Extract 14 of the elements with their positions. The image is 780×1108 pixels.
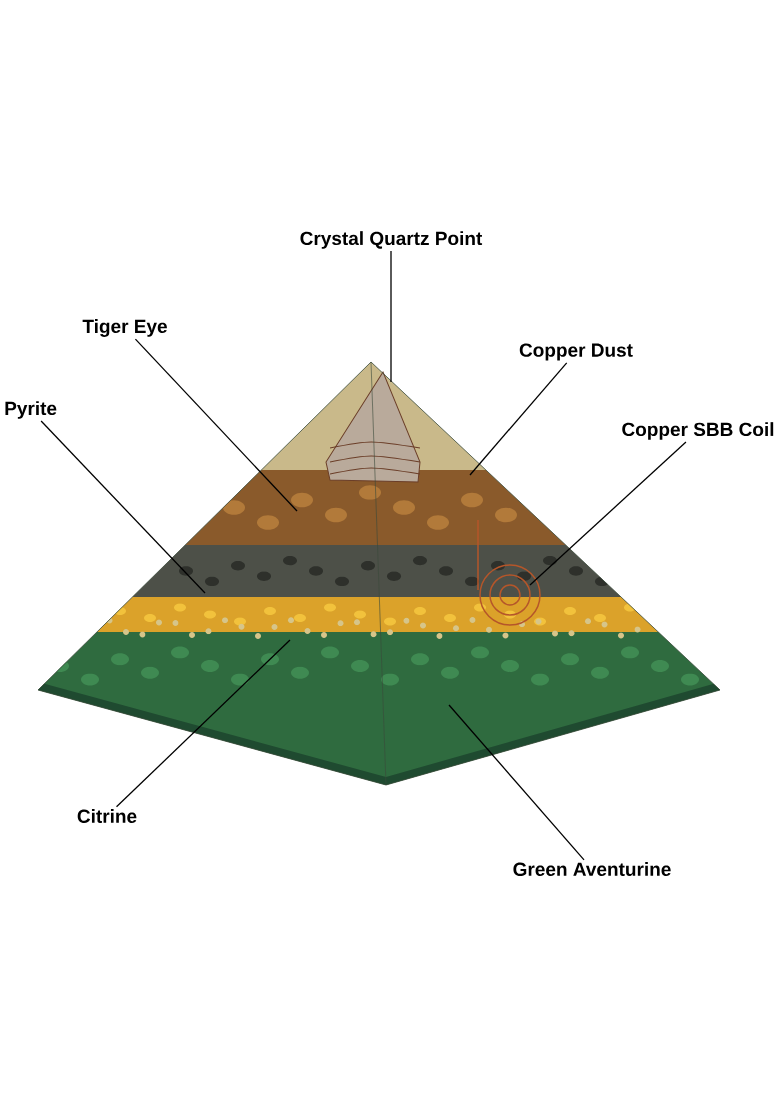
- part-label: Copper SBB Coil: [622, 422, 774, 440]
- leader-line: [529, 441, 687, 586]
- part-label: Pyrite: [5, 401, 57, 419]
- part-label: Citrine: [77, 809, 137, 823]
- part-label: Crystal Quartz Point: [300, 231, 483, 249]
- leader-line: [115, 639, 291, 808]
- leader-line: [40, 420, 206, 594]
- part-label: Green Aventurine: [513, 862, 671, 876]
- leader-line: [390, 250, 392, 383]
- leader-line: [448, 704, 585, 861]
- part-label: Copper Dust: [519, 343, 633, 361]
- leader-line: [469, 362, 568, 476]
- part-label: Tiger Eye: [82, 319, 167, 337]
- leader-line: [134, 338, 298, 512]
